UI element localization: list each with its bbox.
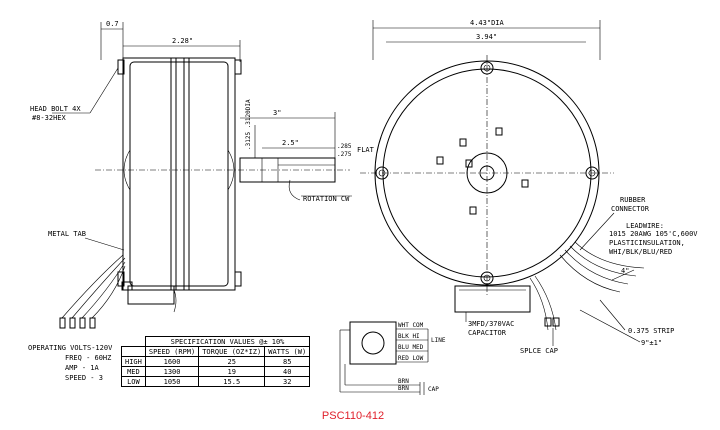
spec-cell: HIGH — [121, 356, 146, 367]
strip-length-2: 0.375 STRIP — [628, 327, 674, 335]
spec-cell: 32 — [264, 376, 311, 387]
bolt-offset-dim: 0.7 — [106, 20, 119, 28]
spec-header — [121, 346, 146, 357]
metal-tab-label: METAL TAB — [48, 230, 86, 238]
spec-table: SPECIFICATION VALUES @± 10% SPEED (RPM) … — [121, 336, 311, 387]
wire-cap: CAP — [428, 386, 439, 393]
spec-table-title: SPECIFICATION VALUES @± 10% — [144, 336, 311, 347]
shaft-dia-dim: .3125 .3120DIA — [245, 99, 252, 150]
side-view: 0.7 2.28" 3" 2.5" .3125 .3120DI — [30, 20, 375, 329]
rotation-label: ROTATION CW — [303, 195, 350, 203]
wire-blk-hi: BLK HI — [398, 333, 420, 340]
spec-header: SPEED (RPM) — [144, 346, 200, 357]
outer-dia-dim: 4.43"DIA — [470, 19, 505, 27]
wire-brn-2: BRN — [398, 385, 409, 392]
operating-speed: SPEED - 3 — [65, 374, 103, 382]
spec-cell: 1050 — [144, 376, 200, 387]
head-bolt-hex-label: #8-32HEX — [32, 114, 67, 122]
wiring-diagram: WHT COM BLK HI BLU MED RED LOW LINE BRN … — [339, 321, 446, 395]
spec-cell: 25 — [198, 356, 266, 367]
model-number: PSC110-412 — [321, 410, 385, 422]
splice-cap-label: SPLCE CAP — [520, 347, 558, 355]
spec-cell: 15.5 — [198, 376, 266, 387]
leadwire-2: 1015 20AWG 105'C,600V — [609, 230, 698, 238]
spec-cell: 1300 — [144, 366, 200, 377]
bolt-circle-dim: 3.94" — [476, 33, 497, 41]
lead-length: 9"±1" — [641, 339, 662, 347]
spec-header: TORQUE (OZ*IZ) — [198, 346, 266, 357]
operating-freq: FREQ - 60HZ — [65, 354, 112, 362]
wire-red-low: RED LOW — [398, 355, 424, 362]
shaft-flat-dim: 2.5" — [282, 139, 299, 147]
rubber-connector-1: RUBBER — [620, 196, 646, 204]
spec-cell: MED — [121, 366, 146, 377]
spec-cell: 85 — [264, 356, 311, 367]
flat-dim-2: .275 — [337, 151, 352, 158]
operating-specs: OPERATING VOLTS-120V FREQ - 60HZ AMP - 1… — [28, 343, 112, 383]
leadwire-4: WHI/BLK/BLU/RED — [609, 248, 672, 256]
operating-amp: AMP - 1A — [65, 364, 99, 372]
table-row: LOW 1050 15.5 32 — [121, 376, 311, 387]
table-row: MED 1300 19 40 — [121, 366, 311, 377]
spec-cell: 19 — [198, 366, 266, 377]
flat-label: FLAT — [357, 146, 375, 154]
leadwire-1: LEADWIRE: — [626, 222, 664, 230]
head-bolt-label: HEAD BOLT 4X — [30, 105, 81, 113]
shaft-length-dim: 3" — [273, 109, 281, 117]
wire-line: LINE — [431, 337, 446, 344]
strip-length-1: 4" — [621, 267, 629, 275]
flat-dim-1: .285 — [337, 143, 352, 150]
spec-cell: 1600 — [144, 356, 200, 367]
wire-brn-1: BRN — [398, 378, 409, 385]
spec-cell: 40 — [264, 366, 311, 377]
capacitor-label-2: CAPACITOR — [468, 329, 507, 337]
leadwire-3: PLASTICINSULATION, — [609, 239, 685, 247]
body-length-dim: 2.28" — [172, 37, 193, 45]
front-view: 4.43"DIA 3.94" 3MFD/370VAC CAPACITOR — [360, 19, 698, 355]
table-row: HIGH 1600 25 85 — [121, 356, 311, 367]
wire-wht-com: WHT COM — [398, 322, 424, 329]
capacitor-label-1: 3MFD/370VAC — [468, 320, 514, 328]
spec-header: WATTS (W) — [264, 346, 311, 357]
operating-volts: OPERATING VOLTS-120V — [28, 344, 113, 352]
wire-blu-med: BLU MED — [398, 344, 424, 351]
rubber-connector-2: CONNECTOR — [611, 205, 650, 213]
spec-cell: LOW — [121, 376, 146, 387]
